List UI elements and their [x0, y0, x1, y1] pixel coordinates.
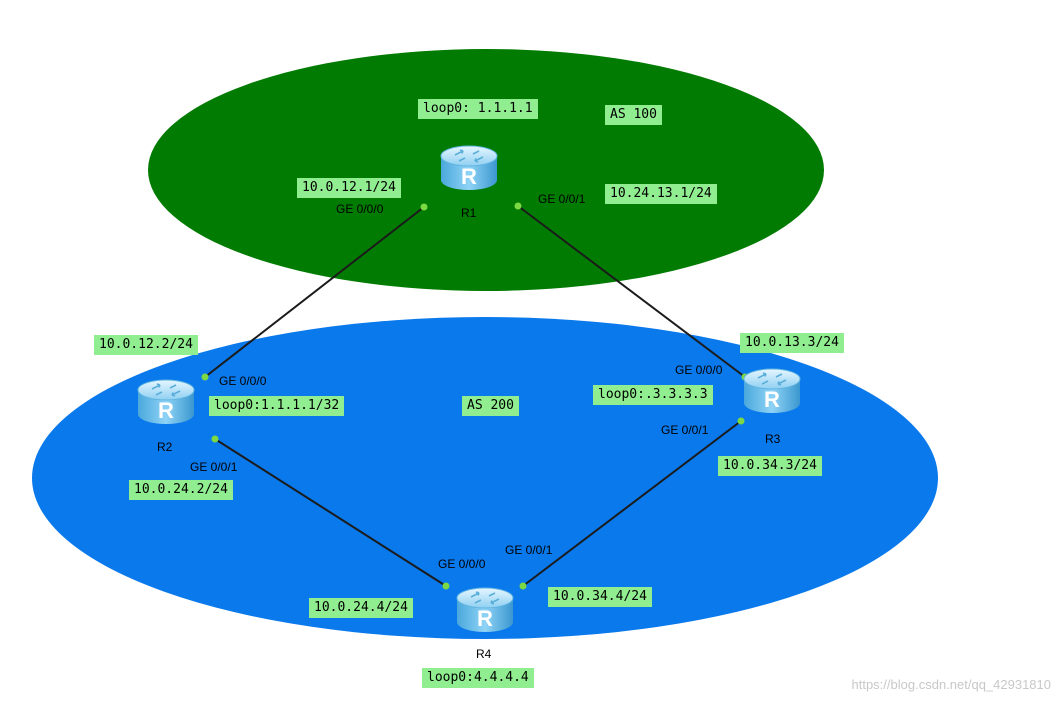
iface-label-r4-ge001: GE 0/0/1: [505, 543, 553, 557]
router-glyph: R: [764, 387, 780, 412]
iface-label-r4-ge000: GE 0/0/0: [438, 557, 486, 571]
iface-label-r1-ge001: GE 0/0/1: [538, 192, 586, 206]
link-r1-r2: [204, 206, 425, 378]
port-dot-r4-ge000: [442, 582, 450, 590]
iface-label-r2-ge000: GE 0/0/0: [219, 374, 267, 388]
router-r2[interactable]: R: [134, 374, 198, 432]
ip-label-r4-ge001: 10.0.34.4/24: [548, 587, 652, 607]
iface-label-r3-ge001: GE 0/0/1: [661, 423, 709, 437]
port-dot-r2-ge000: [201, 373, 209, 381]
port-dot-r4-ge001: [519, 582, 527, 590]
ip-label-r2-ge000: 10.0.12.2/24: [94, 335, 198, 355]
port-dot-r3-ge001: [737, 417, 745, 425]
router-icon: R: [437, 140, 501, 198]
ip-label-r3-ge001: 10.0.34.3/24: [718, 456, 822, 476]
router-icon: R: [134, 374, 198, 432]
router-r1[interactable]: R: [437, 140, 501, 198]
as100-label: AS 100: [605, 105, 662, 125]
router-icon: R: [453, 582, 517, 640]
ip-label-r2-ge001: 10.0.24.2/24: [129, 480, 233, 500]
ip-label-r1-ge000: 10.0.12.1/24: [297, 178, 401, 198]
router-name-r1: R1: [461, 206, 477, 220]
router-glyph: R: [158, 398, 174, 423]
link-r3-r4: [522, 420, 742, 587]
ip-label-r4-ge000: 10.0.24.4/24: [309, 598, 413, 618]
loopback-label-r1: loop0: 1.1.1.1: [418, 99, 538, 119]
router-name-r3: R3: [765, 432, 781, 446]
link-r2-r4: [214, 438, 447, 587]
loopback-label-r2: loop0:1.1.1.1/32: [209, 396, 345, 416]
watermark: https://blog.csdn.net/qq_42931810: [851, 677, 1052, 692]
port-dot-r2-ge001: [211, 435, 219, 443]
iface-label-r3-ge000: GE 0/0/0: [675, 363, 723, 377]
router-r4[interactable]: R: [453, 582, 517, 640]
port-dot-r1-ge000: [420, 203, 428, 211]
iface-label-r1-ge000: GE 0/0/0: [336, 202, 384, 216]
router-glyph: R: [477, 606, 493, 631]
link-r1-r3: [517, 205, 746, 378]
ip-label-r1-ge001: 10.24.13.1/24: [605, 184, 717, 204]
links: [204, 205, 746, 587]
router-name-r2: R2: [157, 440, 173, 454]
router-icon: R: [740, 363, 804, 421]
iface-label-r2-ge001: GE 0/0/1: [190, 460, 238, 474]
router-glyph: R: [461, 164, 477, 189]
port-dot-r1-ge001: [514, 202, 522, 210]
router-r3[interactable]: R: [740, 363, 804, 421]
as200-label: AS 200: [462, 396, 519, 416]
port-dots: [201, 202, 749, 590]
loopback-label-r3: loop0:.3.3.3.3: [593, 385, 713, 405]
loopback-label-r4: loop0:4.4.4.4: [422, 668, 534, 688]
router-name-r4: R4: [476, 647, 492, 661]
ip-label-r3-ge000: 10.0.13.3/24: [740, 333, 844, 353]
